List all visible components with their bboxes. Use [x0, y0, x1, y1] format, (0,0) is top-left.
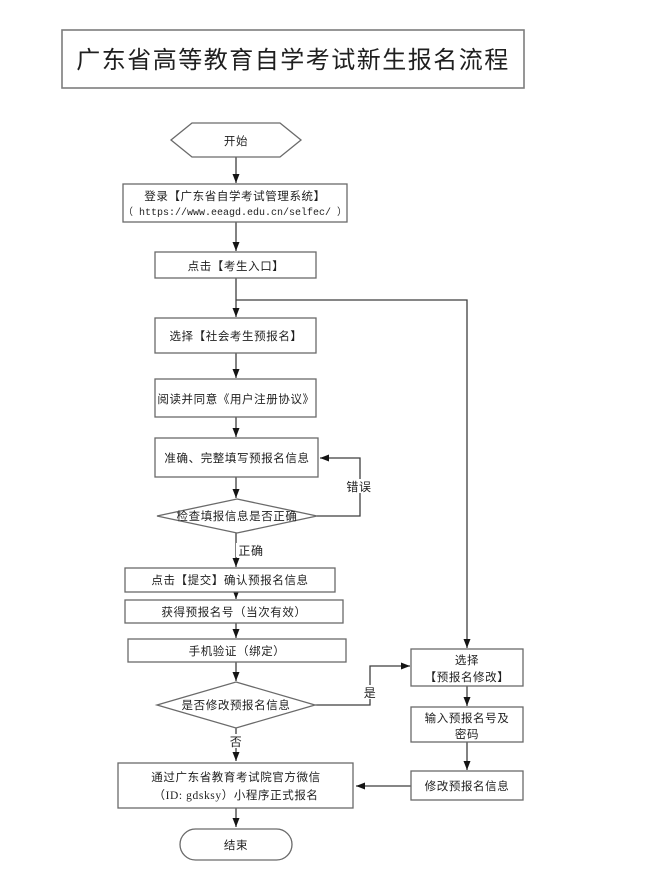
submit-label: 点击【提交】确认预报名信息: [151, 573, 308, 587]
edge-label-error: 错误: [346, 480, 371, 494]
node-login: 登录【广东省自学考试管理系统】 （ https://www.eeagd.edu.…: [122, 183, 348, 223]
node-end: 结束: [179, 828, 293, 861]
modify-question-diamond-shape: [154, 681, 318, 729]
login-label-line1: 登录【广东省自学考试管理系统】: [144, 189, 326, 203]
choose-box-shape: [154, 317, 317, 354]
check-label: 检查填报信息是否正确: [177, 509, 298, 523]
node-entry: 点击【考生入口】: [154, 251, 317, 279]
input-password-box-shape: [410, 706, 524, 743]
start-hexagon-shape: [169, 122, 303, 158]
phone-label: 手机验证（绑定）: [189, 644, 286, 658]
submit-box-shape: [124, 567, 336, 593]
input-password-label-line2: 密码: [455, 727, 479, 741]
node-submit: 点击【提交】确认预报名信息: [124, 567, 336, 593]
modify-select-label-line2: 【预报名修改】: [425, 670, 510, 684]
number-label: 获得预报名号（当次有效）: [161, 605, 306, 619]
node-start: 开始: [169, 122, 303, 158]
modify-question-label: 是否修改预报名信息: [182, 698, 291, 712]
label-bg-no: [229, 734, 244, 748]
number-box-shape: [124, 599, 344, 624]
wechat-label-line2: （ID: gdsksy）小程序正式报名: [153, 788, 318, 802]
check-diamond-shape: [156, 498, 318, 534]
edge-label-yes: 是: [364, 686, 377, 700]
fill-label: 准确、完整填写预报名信息: [164, 451, 309, 465]
node-choose: 选择【社会考生预报名】: [154, 317, 317, 354]
agreement-label: 阅读并同意《用户注册协议》: [157, 392, 314, 406]
edge-branch-modify-select: [236, 299, 471, 648]
start-label: 开始: [224, 134, 248, 148]
edge-label-correct: 正确: [238, 544, 263, 558]
node-number: 获得预报名号（当次有效）: [124, 599, 344, 624]
edge-label-no: 否: [230, 735, 243, 749]
phone-box-shape: [127, 638, 347, 663]
label-bg-error: [344, 479, 375, 493]
node-check-decision: 检查填报信息是否正确: [156, 498, 318, 534]
node-wechat: 通过广东省教育考试院官方微信 （ID: gdsksy）小程序正式报名: [117, 762, 354, 809]
node-modify-select: 选择 【预报名修改】: [410, 648, 524, 687]
node-modify-info: 修改预报名信息: [410, 770, 524, 801]
fill-box-shape: [154, 437, 319, 478]
login-label-url: （ https://www.eeagd.edu.cn/selfec/ ）: [123, 206, 347, 219]
entry-box-shape: [154, 251, 317, 279]
edge-labels: 正确 错误 是 否: [229, 479, 378, 749]
login-box-shape: [122, 183, 348, 223]
page-title: 广东省高等教育自学考试新生报名流程: [76, 47, 510, 74]
modify-info-box-shape: [410, 770, 524, 801]
node-modify-question-decision: 是否修改预报名信息: [154, 681, 318, 729]
edge-yes-branch: [315, 662, 410, 706]
node-fill: 准确、完整填写预报名信息: [154, 437, 319, 478]
node-agreement: 阅读并同意《用户注册协议》: [154, 378, 317, 418]
label-bg-yes: [363, 685, 378, 699]
choose-label: 选择【社会考生预报名】: [169, 329, 302, 343]
title-block: 广东省高等教育自学考试新生报名流程: [61, 29, 525, 89]
modify-info-label: 修改预报名信息: [425, 779, 510, 793]
node-input-password: 输入预报名号及 密码: [410, 706, 524, 743]
wechat-label-line1: 通过广东省教育考试院官方微信: [151, 770, 320, 784]
node-phone: 手机验证（绑定）: [127, 638, 347, 663]
modify-select-label-line1: 选择: [455, 653, 479, 667]
agreement-box-shape: [154, 378, 317, 418]
entry-label: 点击【考生入口】: [188, 259, 285, 273]
wechat-box-shape: [117, 762, 354, 809]
input-password-label-line1: 输入预报名号及: [425, 711, 510, 725]
modify-select-box-shape: [410, 648, 524, 687]
title-box: [61, 29, 525, 89]
label-bg-correct: [236, 543, 266, 557]
end-terminator-shape: [179, 828, 293, 861]
end-label: 结束: [224, 839, 248, 852]
